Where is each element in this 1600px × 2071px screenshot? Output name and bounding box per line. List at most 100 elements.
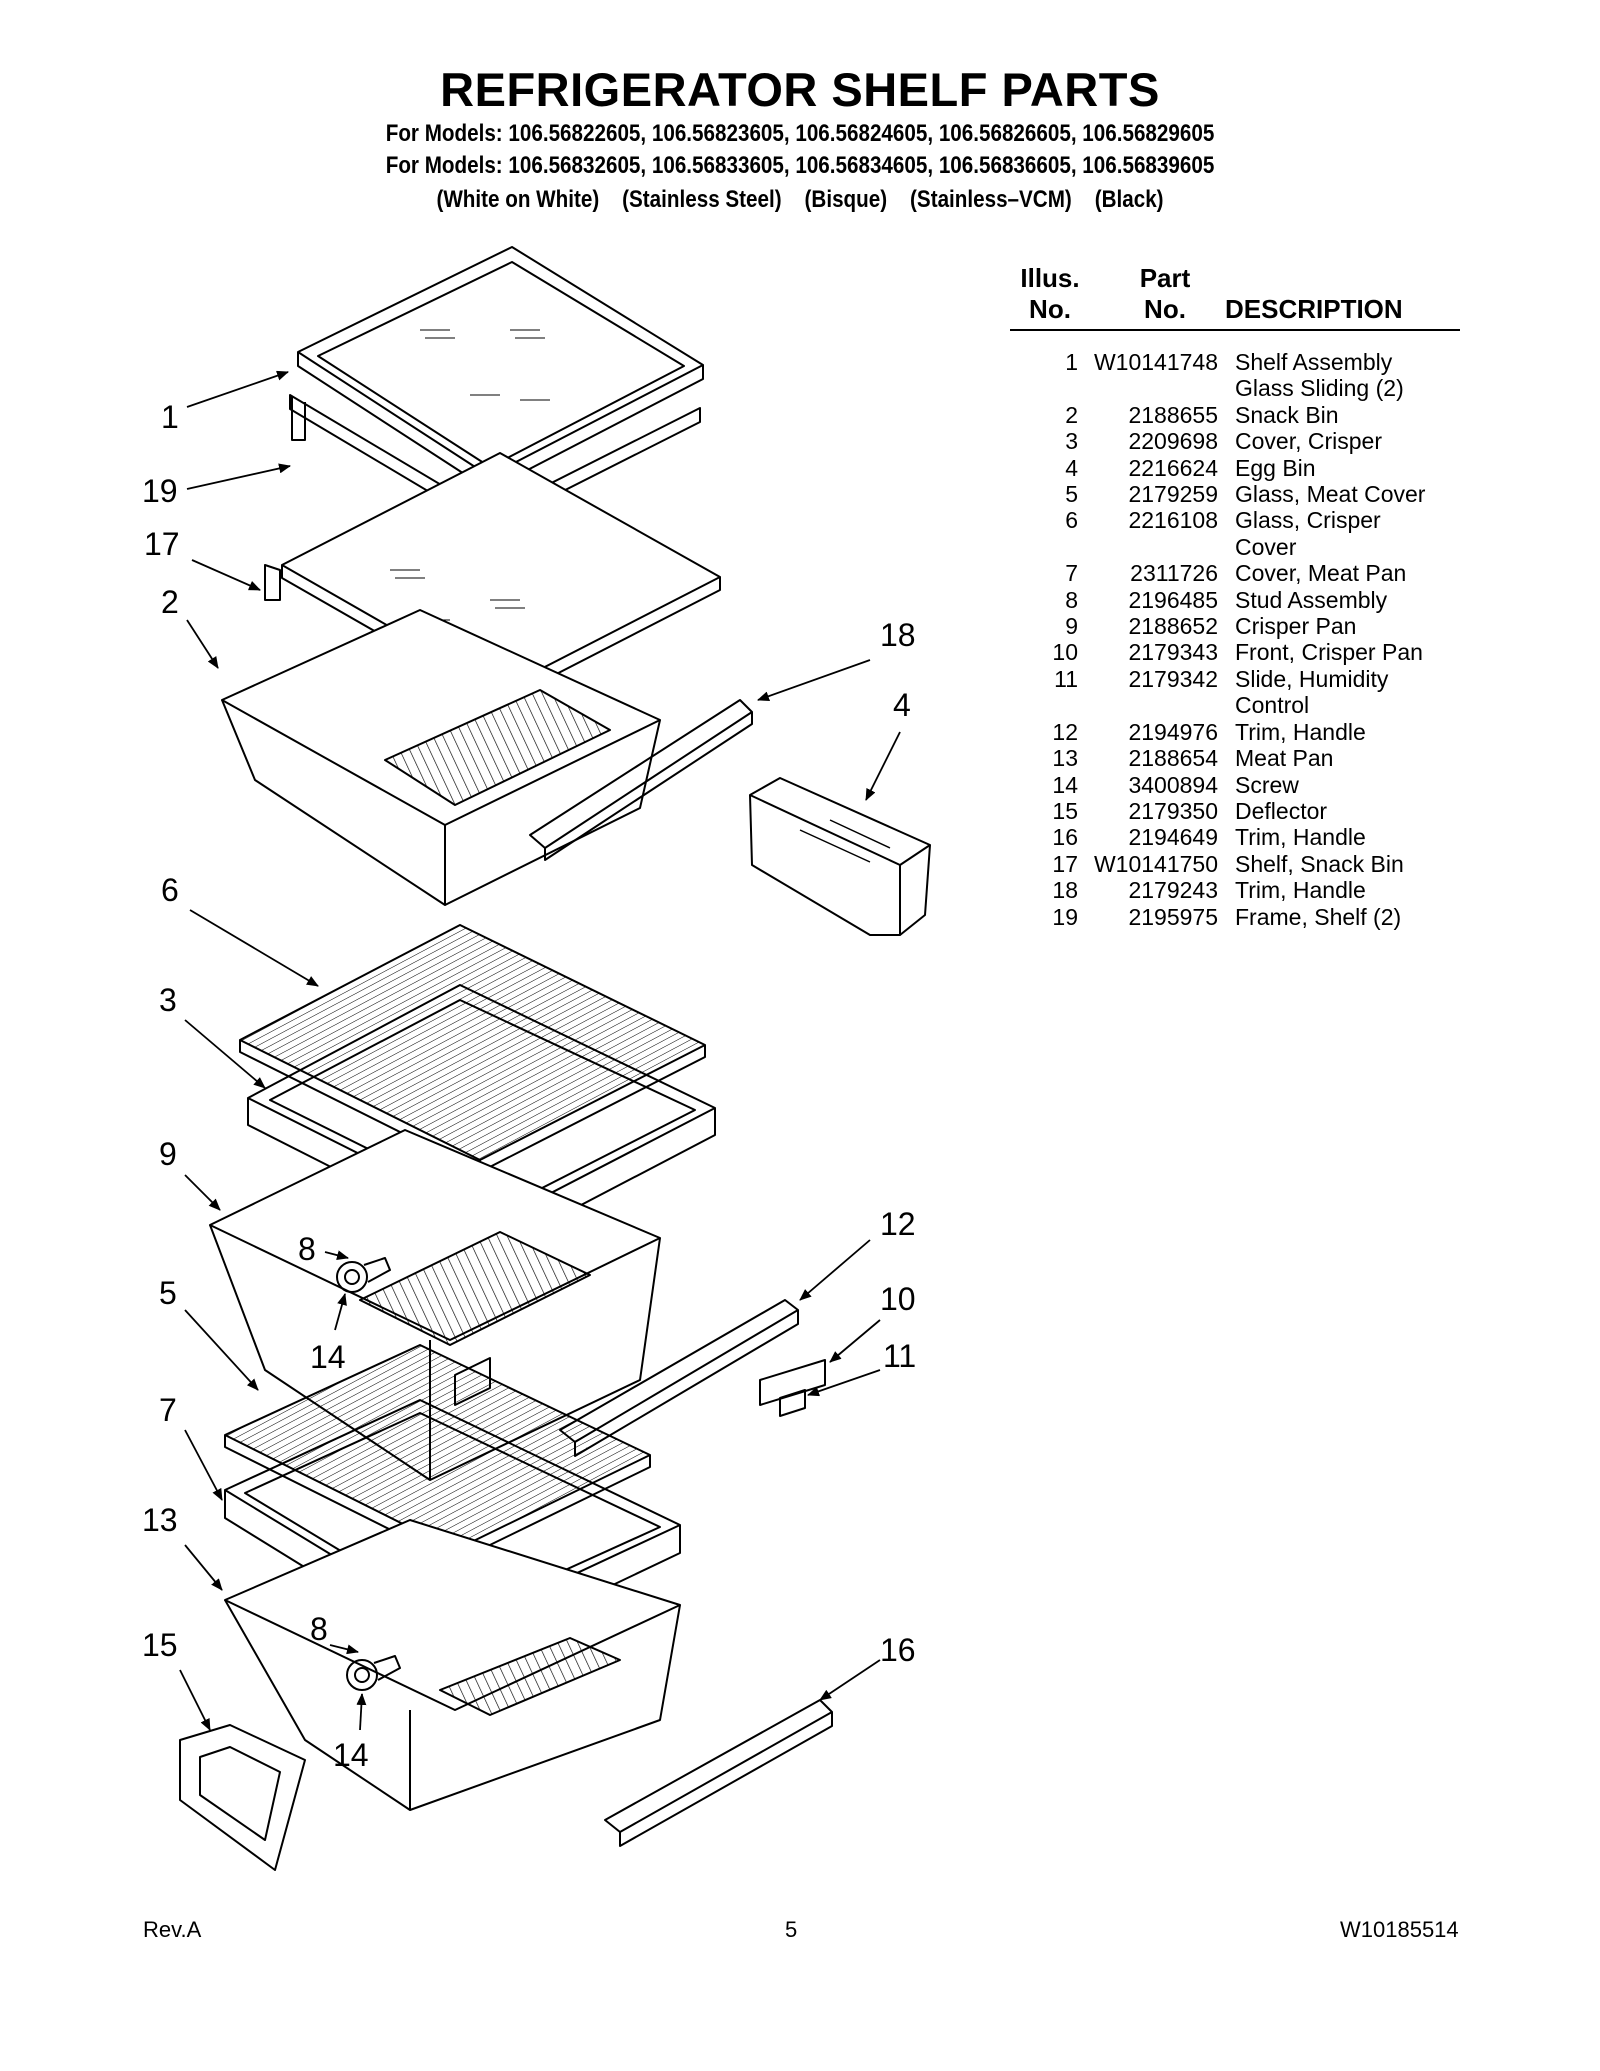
callout-2: 2 [161, 584, 179, 620]
page-title: REFRIGERATOR SHELF PARTS [440, 63, 1160, 116]
part-no-cell: 2216624 [1128, 454, 1218, 481]
part-no-cell: 2311726 [1130, 560, 1218, 587]
illus-no-cell: 18 [1052, 877, 1078, 904]
table-row: 16 2194649 Trim, Handle [1010, 824, 1460, 850]
description-cell: Deflector [1235, 797, 1328, 824]
illus-no-cell: 19 [1052, 903, 1078, 930]
leader-5 [184, 1309, 259, 1391]
header-text: No. [1144, 294, 1186, 324]
leader-4 [865, 731, 901, 801]
part-no-cell: 2179350 [1128, 797, 1218, 824]
illus-no-cell: 10 [1052, 639, 1078, 666]
shelf-assembly-glass-sliding [297, 246, 704, 491]
leader-13 [184, 1544, 223, 1591]
callout-11: 11 [883, 1338, 916, 1374]
part-no-cell: 2179343 [1128, 639, 1218, 666]
callout-5: 5 [159, 1275, 177, 1311]
illus-no-cell: 8 [1065, 586, 1078, 613]
footer-page-number: 5 [785, 1917, 798, 1942]
leader-8b [329, 1644, 359, 1655]
table-row: 2 2188655 Snack Bin [1010, 402, 1460, 428]
meat-pan [224, 1519, 681, 1811]
leader-10 [829, 1319, 881, 1363]
callout-14-upper: 14 [310, 1339, 346, 1375]
variant-label: (Black) [1094, 186, 1164, 213]
callout-14-lower: 14 [333, 1737, 369, 1773]
illus-no-cell: 6 [1065, 507, 1078, 534]
part-no-cell: 2179259 [1128, 481, 1218, 508]
callout-19: 19 [142, 473, 178, 509]
illus-no-cell: 3 [1065, 428, 1078, 455]
table-row: 5 2179259 Glass, Meat Cover [1010, 481, 1460, 507]
leader-19 [186, 463, 291, 490]
header-description: DESCRIPTION [1225, 294, 1403, 324]
snack-bin [221, 609, 661, 906]
description-cell: Glass, Meat Cover [1235, 481, 1426, 508]
header-text: Illus. [1020, 263, 1080, 293]
description-cell: Screw [1235, 771, 1299, 798]
leader-7 [184, 1429, 223, 1501]
trim-handle-18 [529, 699, 753, 861]
part-no-cell: W10141750 [1093, 850, 1218, 877]
egg-bin [749, 777, 931, 936]
part-no-cell: 2179342 [1128, 665, 1218, 692]
variant-label: (Bisque) [804, 186, 888, 213]
leader-12 [799, 1239, 871, 1301]
leader-1 [186, 370, 289, 408]
header-illus-no: Illus. No. [1010, 263, 1090, 325]
part-no-cell: 2216108 [1128, 507, 1218, 534]
description-cell: Glass, Crisper Cover [1235, 507, 1381, 560]
callout-12: 12 [880, 1206, 916, 1242]
leader-9 [184, 1174, 221, 1211]
description-cell: Snack Bin [1235, 401, 1339, 428]
part-no-cell: 2188652 [1128, 613, 1218, 640]
part-no-cell: 2195975 [1128, 903, 1218, 930]
table-header: Illus. No. Part No. DESCRIPTION [1010, 263, 1460, 331]
callout-18: 18 [880, 617, 916, 653]
callout-8-upper: 8 [298, 1231, 316, 1267]
callout-9: 9 [159, 1136, 177, 1172]
callout-8-lower: 8 [310, 1611, 328, 1647]
illus-no-cell: 16 [1052, 824, 1078, 851]
description-cell: Trim, Handle [1235, 718, 1366, 745]
part-no-cell: W10141748 [1093, 349, 1218, 375]
illus-no-cell: 9 [1065, 613, 1078, 640]
description-cell: Shelf Assembly Glass Sliding (2) [1235, 349, 1404, 402]
variant-label: (Stainless Steel) [622, 186, 782, 213]
footer-revision: Rev.A [143, 1917, 202, 1942]
callout-10: 10 [880, 1281, 916, 1317]
part-no-cell: 2194649 [1128, 824, 1218, 851]
illus-no-cell: 12 [1052, 718, 1078, 745]
part-no-cell: 2188655 [1128, 401, 1218, 428]
footer-document-number: W10185514 [1340, 1917, 1459, 1942]
illus-no-cell: 2 [1065, 401, 1078, 428]
callout-6: 6 [161, 872, 179, 908]
part-no-cell: 2194976 [1128, 718, 1218, 745]
illus-no-cell: 4 [1065, 454, 1078, 481]
illus-no-cell: 13 [1052, 745, 1078, 772]
callout-4: 4 [893, 687, 911, 723]
callout-1: 1 [161, 399, 179, 435]
header-text: No. [1029, 294, 1071, 324]
description-cell: Trim, Handle [1235, 824, 1366, 851]
description-cell: Cover, Crisper [1235, 428, 1382, 455]
part-no-cell: 2209698 [1128, 428, 1218, 455]
description-cell: Crisper Pan [1235, 613, 1357, 640]
table-row: 3 2209698 Cover, Crisper [1010, 428, 1460, 454]
illus-no-cell: 5 [1065, 481, 1078, 508]
description-cell: Front, Crisper Pan [1235, 639, 1423, 666]
leader-6 [189, 909, 319, 987]
deflector [179, 1724, 306, 1871]
description-cell: Slide, Humidity Control [1235, 665, 1389, 719]
callout-16: 16 [880, 1632, 916, 1668]
table-row: 10 2179343 Front, Crisper Pan [1010, 639, 1460, 665]
illus-no-cell: 11 [1054, 665, 1078, 692]
illus-no-cell: 14 [1052, 771, 1078, 798]
